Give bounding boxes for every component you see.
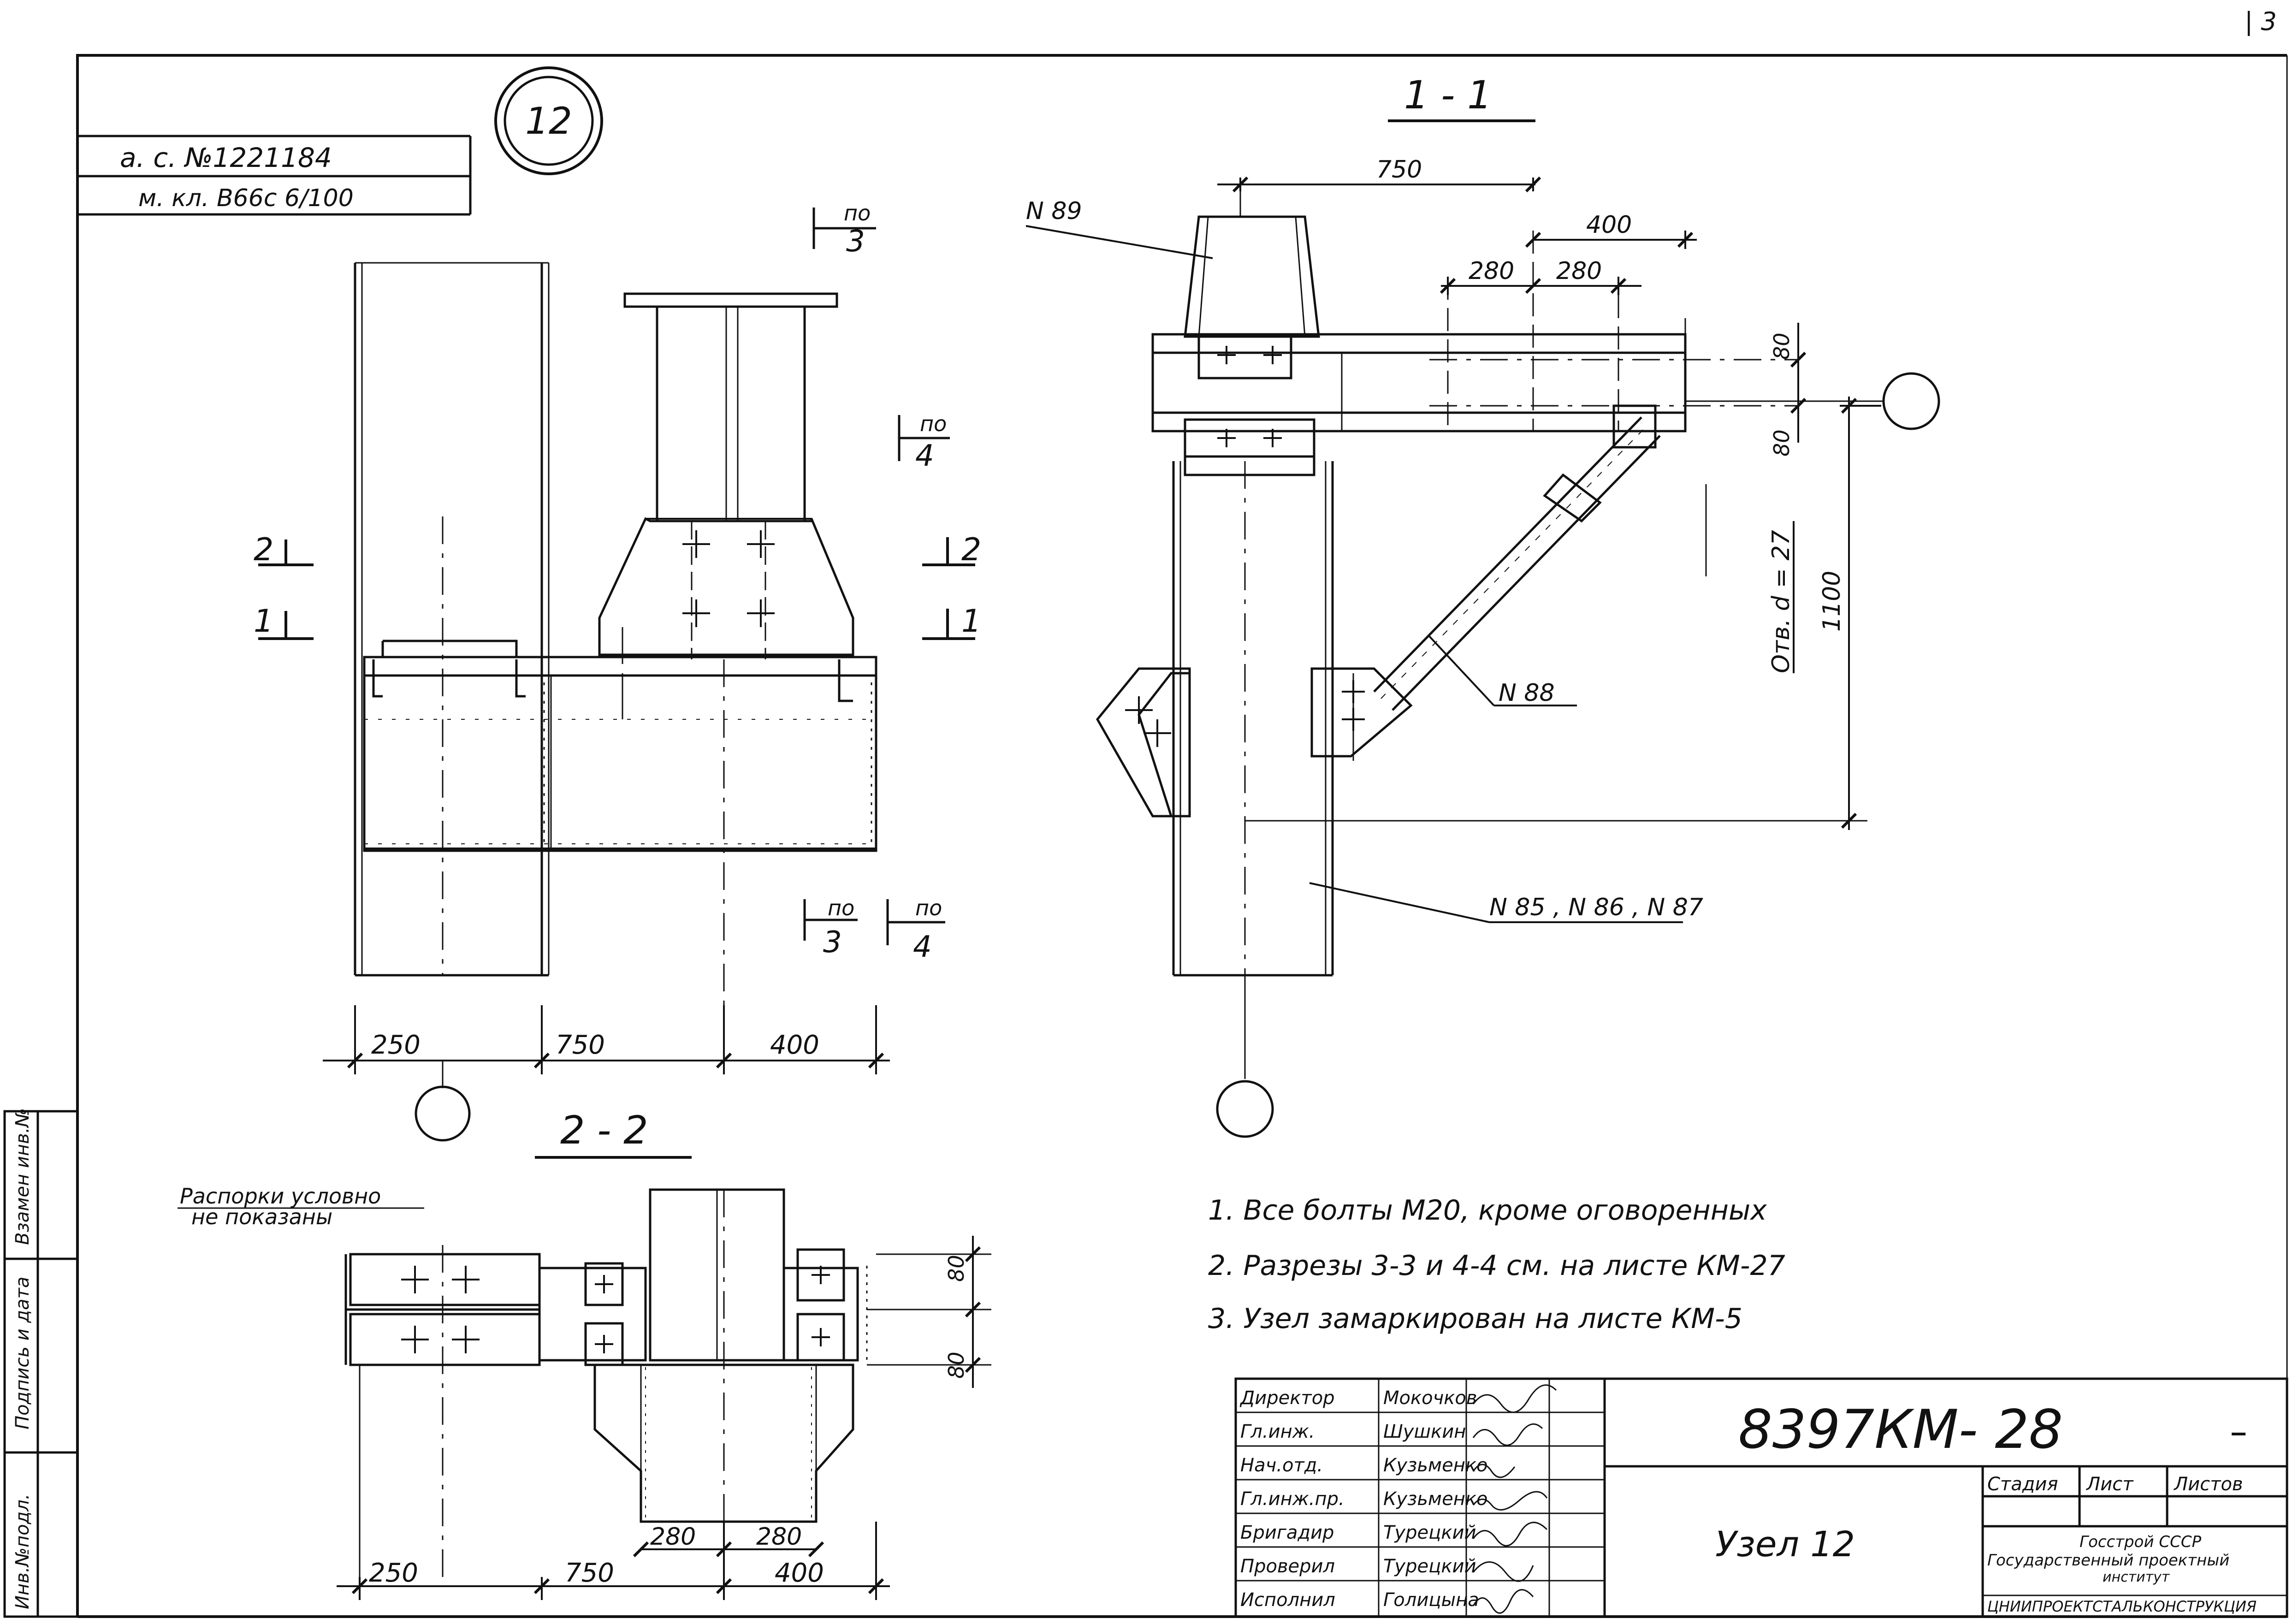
tb-role-3: Нач.отд.: [1240, 1455, 1323, 1476]
label-n88: N 88: [1499, 679, 1555, 707]
plan-dim-80-a: 80: [944, 1255, 969, 1282]
plan-dim-80-b: 80: [944, 1351, 969, 1379]
leader-n85-87: [1309, 882, 1490, 923]
cut-marker-2-left: 2: [254, 532, 273, 568]
node-number: 12: [525, 100, 572, 142]
elevation-view: [354, 262, 877, 1042]
cut-marker-1-right: 1: [961, 603, 981, 640]
note-1: 1. Все болты М20, кроме оговоренных: [1208, 1194, 1767, 1227]
section-1-1: [1096, 184, 1867, 1079]
org-line-4: ЦНИИПРОЕКТСТАЛЬКОНСТРУКЦИЯ: [1987, 1598, 2257, 1615]
tb-name-3: Кузьменко: [1383, 1455, 1487, 1476]
doc-number: 8397КМ- 28: [1738, 1399, 2063, 1461]
tb-name-7: Голицына: [1383, 1589, 1479, 1611]
cut-marker-2-right: 2: [961, 532, 981, 568]
sec-dim-80-b: 80: [1769, 429, 1794, 456]
ref-3-top-label: по: [844, 201, 871, 225]
ref-line-2: м. кл. В66с 6/100: [138, 184, 354, 212]
view-references: [803, 207, 950, 945]
tb-name-1: Мокочков: [1383, 1387, 1477, 1409]
corner-mark: | 3: [2245, 7, 2277, 36]
axis-bubble-elevation: [415, 1085, 471, 1142]
axis-bubble-bottom: [1216, 1080, 1274, 1138]
sec-dim-280-b: 280: [1556, 257, 1602, 285]
org-line-2: Государственный проектный: [1987, 1551, 2229, 1570]
sec-dim-400: 400: [1586, 211, 1632, 239]
sheet-frame: [76, 54, 2288, 1618]
braces-note-1: Распорки условно: [180, 1184, 381, 1209]
drawing-title: Узел 12: [1715, 1523, 1855, 1565]
section-2-2-title: 2 - 2: [560, 1108, 648, 1153]
elev-dim-400: 400: [770, 1030, 819, 1060]
tb-role-7: Исполнил: [1240, 1589, 1335, 1611]
node-number-circle: [494, 66, 603, 175]
label-n89: N 89: [1026, 197, 1082, 225]
signature-marks: [1472, 1384, 1557, 1614]
tb-role-5: Бригадир: [1240, 1522, 1334, 1543]
ref-4-bottom-label: по: [915, 895, 942, 920]
cell-sheets: Листов: [2173, 1474, 2243, 1495]
section-1-1-title: 1 - 1: [1404, 72, 1492, 118]
sec-dim-80-a: 80: [1769, 332, 1794, 360]
cell-stage: Стадия: [1987, 1474, 2058, 1495]
elev-dim-750: 750: [556, 1030, 605, 1060]
ref-3-bottom-label: по: [828, 895, 854, 920]
elev-dim-250: 250: [371, 1030, 421, 1060]
axis-bubble-right: [1882, 372, 1940, 430]
plan-dim-400: 400: [775, 1558, 824, 1588]
side-stamp: [3, 1110, 79, 1618]
ref-line-1: а. с. №1221184: [120, 142, 332, 173]
ref-4-top-num: 4: [915, 439, 934, 473]
ref-4-bottom-num: 4: [913, 930, 932, 964]
label-n85-87: N 85 , N 86 , N 87: [1489, 894, 1703, 921]
tb-name-5: Турецкий: [1383, 1522, 1476, 1543]
tb-name-2: Шушкин: [1383, 1421, 1466, 1442]
tb-name-6: Турецкий: [1383, 1556, 1476, 1577]
tb-role-2: Гл.инж.: [1240, 1421, 1315, 1442]
section-side-dims: [1705, 323, 1881, 830]
sec-dim-280-a: 280: [1469, 257, 1514, 285]
org-line-1: Госстрой СССР: [2080, 1533, 2201, 1551]
elevation-dim-line: [323, 1005, 890, 1088]
note-3: 3. Узел замаркирован на листе КМ-5: [1208, 1303, 1742, 1335]
sec-dim-1100: 1100: [1818, 571, 1846, 632]
plan-dim-250: 250: [369, 1558, 418, 1588]
node-number-circle-inner: [504, 76, 594, 166]
stamp-replace-label: Взамен инв.№: [12, 1108, 33, 1245]
tb-name-4: Кузьменко: [1383, 1488, 1487, 1510]
plan-dims: [337, 1236, 981, 1600]
sec-dim-750: 750: [1376, 156, 1422, 184]
stamp-inv-label: Инв.№подл.: [12, 1494, 33, 1609]
tb-role-1: Директор: [1239, 1387, 1335, 1409]
cell-sheet: Лист: [2086, 1474, 2134, 1495]
note-2: 2. Разрезы 3-3 и 4-4 см. на листе КМ-27: [1208, 1250, 1785, 1282]
plan-dim-280-b: 280: [756, 1523, 802, 1551]
section-top-dims: [1217, 176, 1697, 295]
cut-marker-1-left: 1: [254, 603, 273, 640]
hole-label: Отв. d = 27: [1767, 530, 1795, 673]
ref-3-bottom-num: 3: [823, 925, 842, 960]
plan-dim-750: 750: [565, 1558, 614, 1588]
leader-n88: [1428, 635, 1495, 706]
tb-role-4: Гл.инж.пр.: [1240, 1488, 1345, 1510]
section-2-2: [344, 1188, 991, 1586]
ref-3-top-num: 3: [846, 225, 865, 259]
org-line-3: институт: [2103, 1569, 2170, 1585]
ref-4-top-label: по: [920, 411, 947, 436]
cut-markers: [258, 537, 975, 640]
plan-dim-280-a: 280: [650, 1523, 696, 1551]
stamp-sign-label: Подпись и дата: [12, 1277, 33, 1429]
reference-box: [77, 135, 472, 216]
title-block: [1234, 1377, 2288, 1618]
tb-role-6: Проверил: [1240, 1556, 1335, 1577]
leader-n89: [1025, 225, 1213, 259]
